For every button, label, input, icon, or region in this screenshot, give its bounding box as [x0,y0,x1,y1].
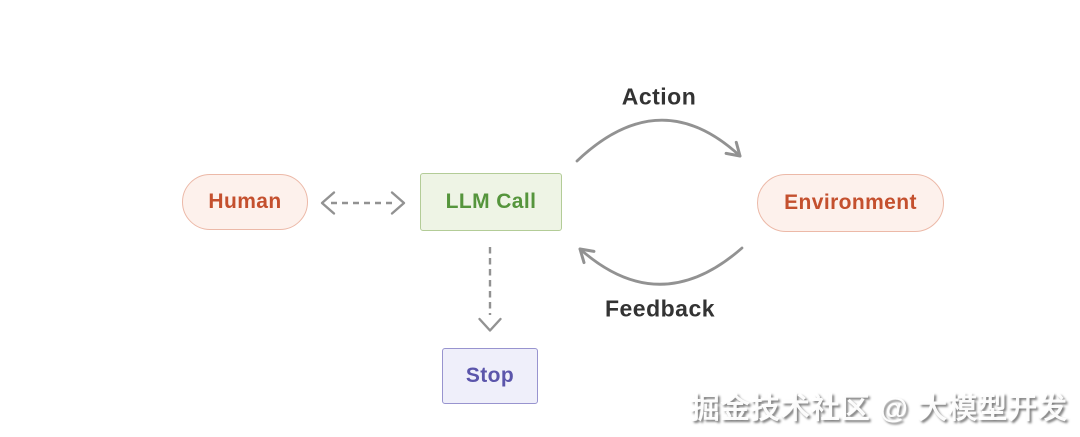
edge-label-action: Action [621,83,697,110]
edge-label-feedback: Feedback [604,295,716,322]
node-stop: Stop [442,348,538,404]
watermark-text: 掘金技术社区 @ 大模型开发 [690,393,1068,425]
human-llm-dashed-arrow [320,191,406,215]
node-human: Human [182,174,308,230]
node-llm-call: LLM Call [420,173,562,231]
feedback-arrow [578,246,744,286]
node-environment: Environment [757,174,944,232]
node-stop-label: Stop [465,364,515,387]
action-arrow [575,118,742,163]
node-environment-label: Environment [784,191,917,214]
llm-stop-dashed-arrow [478,247,502,332]
node-human-label: Human [208,190,282,213]
node-llm-call-label: LLM Call [445,190,537,213]
